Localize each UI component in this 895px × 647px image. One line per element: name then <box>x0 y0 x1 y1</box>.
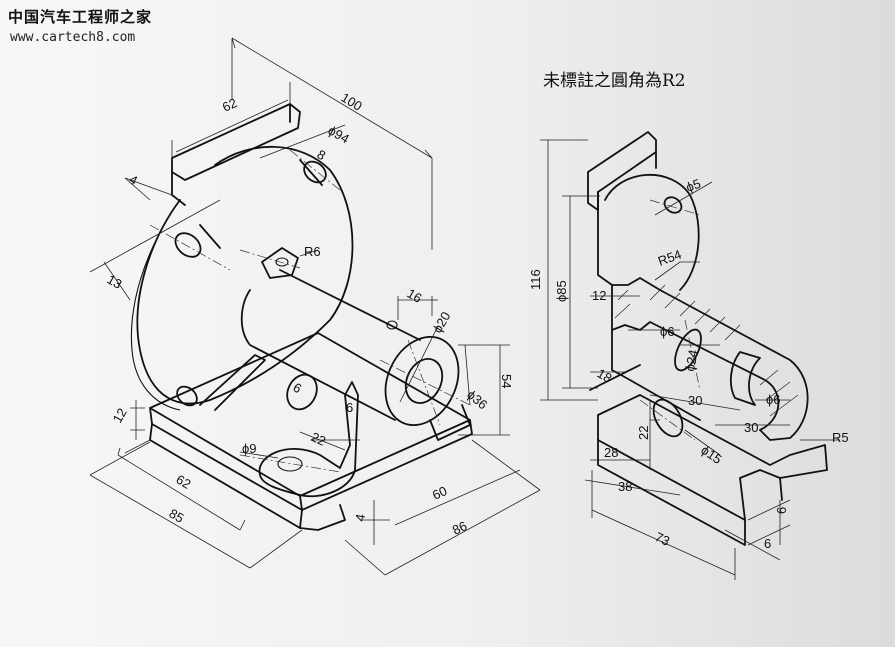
main-cylinder <box>240 269 421 421</box>
front-bracket <box>258 381 359 498</box>
dim-28: 28 <box>604 445 618 460</box>
dim-phi6-a: ϕ6 <box>660 324 675 339</box>
rib-hole <box>286 373 318 411</box>
watermark-site-name: 中国汽车工程师之家 <box>8 8 153 26</box>
left-isometric-view <box>89 37 541 576</box>
dim-phi9: ϕ9 <box>242 441 257 456</box>
dimension-labels: 100 62 4 ϕ94 8 13 R6 16 ϕ20 ϕ36 54 12 6 … <box>105 90 849 551</box>
flange-hole-left <box>174 232 202 258</box>
dim-8: 8 <box>315 147 329 164</box>
dim-phi94: ϕ94 <box>326 123 352 147</box>
rib-lower <box>199 354 266 411</box>
dim-54: 54 <box>499 374 514 388</box>
flange-hole-top <box>303 160 327 184</box>
dim-22-left: 22 <box>309 429 328 449</box>
dim-12-right: 12 <box>592 288 606 303</box>
dim-116: 116 <box>528 269 543 290</box>
cylinder-bore <box>404 358 444 404</box>
dim-12-left: 12 <box>110 405 130 425</box>
dim-13: 13 <box>105 272 125 292</box>
dim-100: 100 <box>338 90 364 114</box>
right-section-view <box>540 131 840 580</box>
dim-22-right: 22 <box>636 426 651 440</box>
section-outline <box>611 277 809 441</box>
dim-6-mid: 6 <box>346 400 353 415</box>
dim-6-right-1: 6 <box>774 507 789 514</box>
dim-62-top: 62 <box>220 95 239 115</box>
dim-phi6-b: ϕ6 <box>766 392 781 407</box>
dim-62-bottom: 62 <box>174 472 194 492</box>
fillet-note: 未標註之圓角為R2 <box>543 71 686 91</box>
right-base-hole <box>652 398 684 438</box>
dim-r54: R54 <box>656 247 684 269</box>
section-bore <box>674 328 702 372</box>
bracket-hole <box>277 456 303 472</box>
dim-phi5: ϕ5 <box>684 176 703 195</box>
dim-r6: R6 <box>304 244 321 259</box>
right-flange-hole <box>663 196 683 214</box>
dim-phi36: ϕ36 <box>464 387 490 412</box>
back-flange-plate <box>171 103 301 181</box>
dim-85-bottom: 85 <box>167 506 187 526</box>
dim-6-right-2: 6 <box>764 536 771 551</box>
dim-phi24: ϕ24 <box>682 348 701 372</box>
dim-30-a: 30 <box>688 393 702 408</box>
right-disc <box>604 173 700 291</box>
dim-4-bottom: 4 <box>352 513 368 523</box>
dim-phi20: ϕ20 <box>430 309 454 335</box>
dim-18: 18 <box>595 366 615 386</box>
dim-86: 86 <box>450 518 469 538</box>
flange-hole-bottom <box>176 385 198 407</box>
dim-r5: R5 <box>832 430 849 445</box>
dim-phi15: ϕ15 <box>698 442 724 467</box>
dim-4-top: 4 <box>127 172 141 189</box>
dim-16: 16 <box>405 286 425 306</box>
cylinder-end-face <box>384 336 460 426</box>
watermark-url: www.cartech8.com <box>10 30 136 45</box>
dim-30-b: 30 <box>744 420 758 435</box>
dim-73: 73 <box>653 529 672 549</box>
top-boss <box>261 247 299 279</box>
dim-60: 60 <box>430 483 449 503</box>
dim-phi85: ϕ85 <box>554 280 569 302</box>
section-hatching <box>614 284 799 417</box>
right-back-plate <box>587 131 657 211</box>
dim-38: 38 <box>618 479 632 494</box>
large-disc <box>136 145 354 405</box>
right-base <box>597 394 828 521</box>
